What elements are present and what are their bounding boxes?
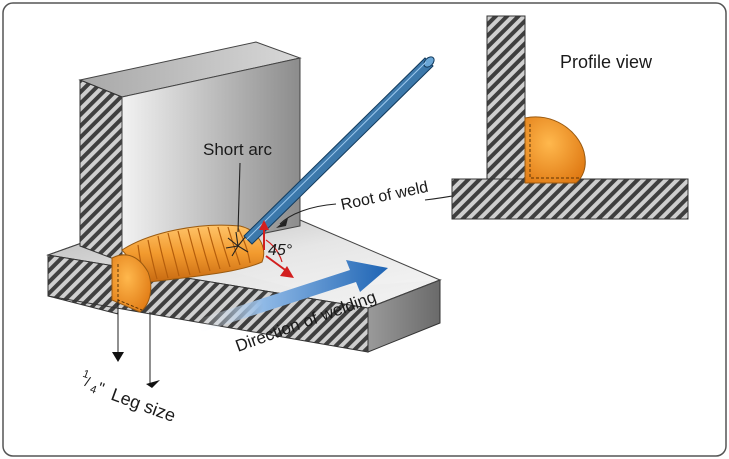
leg-fraction-slash: / xyxy=(83,373,92,389)
profile-base xyxy=(451,178,689,220)
arc-sparks xyxy=(225,231,249,257)
direction-arrow xyxy=(196,260,388,332)
weld-bead xyxy=(111,224,265,313)
short-arc-leader xyxy=(237,162,241,233)
profile-view-label: Profile view xyxy=(560,52,653,72)
upright-plate xyxy=(78,41,302,263)
angle-indicator xyxy=(259,220,294,278)
welding-rod xyxy=(243,56,435,245)
profile-weld xyxy=(524,116,586,184)
profile-upright xyxy=(486,15,526,180)
leg-fraction-numerator: 1 xyxy=(81,368,91,381)
leg-size-dimension xyxy=(112,300,160,388)
leg-inch-mark: " xyxy=(95,380,106,398)
short-arc-label: Short arc xyxy=(203,140,272,159)
profile-view xyxy=(451,15,689,220)
angle-label: 45° xyxy=(268,242,293,259)
leg-fraction-denominator: 4 xyxy=(88,383,98,396)
root-leader-left xyxy=(279,203,337,225)
